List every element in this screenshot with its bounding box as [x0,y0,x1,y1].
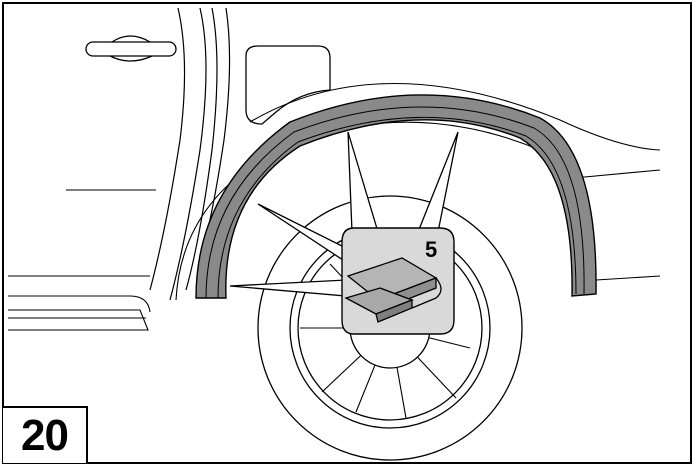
door-handle [85,35,177,62]
part-number-label: 5 [425,237,438,262]
flare-inner-line-2 [217,116,577,299]
flare-inner-line [205,106,585,299]
callout-leaders [229,131,459,297]
body-lines [8,83,661,331]
step-number: 20 [3,406,88,463]
fender-flare [195,94,597,299]
retaining-clip [344,257,442,323]
